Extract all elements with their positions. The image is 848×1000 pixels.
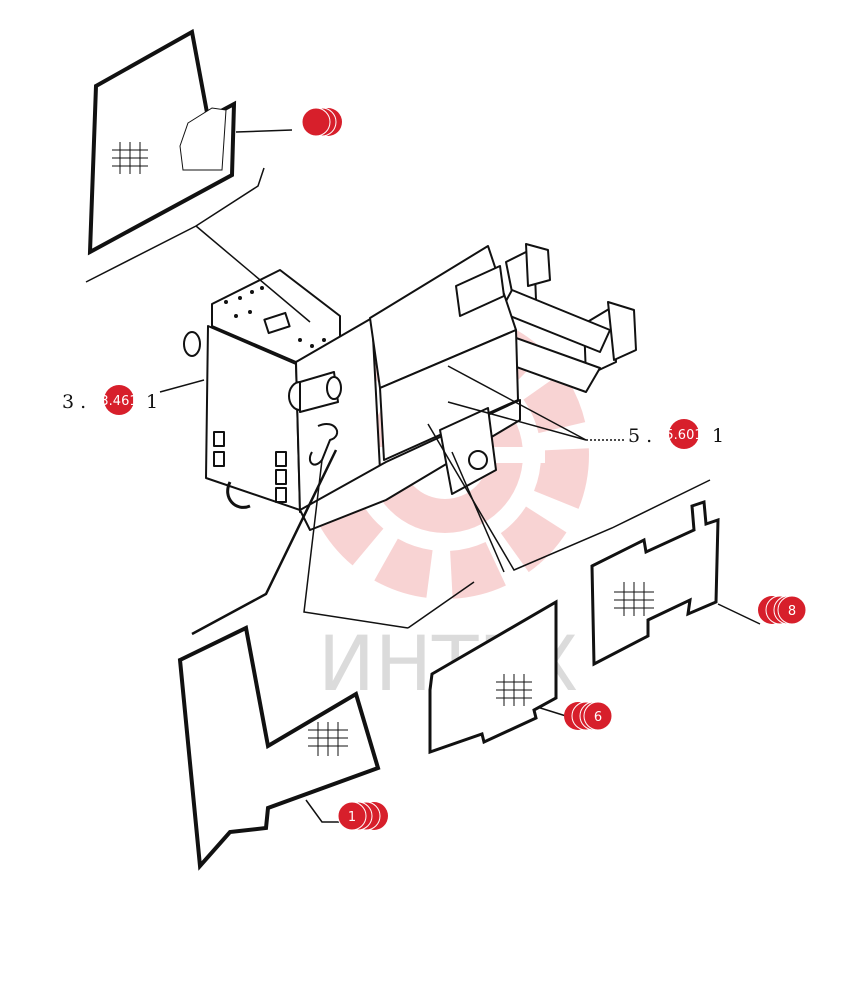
right-reference-prefix: 5 . [628,425,652,447]
right-reference: 5 . 1 [628,425,724,447]
left-reference-suffix: 1 [146,391,158,413]
left-reference-prefix: 3 . [62,391,86,413]
right-reference-suffix: 1 [712,425,724,447]
callout-right-ref[interactable]: 5.601 [665,419,703,449]
callout-top-panel[interactable] [301,107,342,137]
glass-panel-8 [590,499,720,667]
callout-panel-1-label: 1 [348,810,356,825]
top-glass-panel [87,28,237,256]
callout-panel-6[interactable]: 6 [564,701,613,731]
callout-panel-8-label: 8 [788,604,796,619]
loader-frame-assembly [183,243,637,531]
callout-right-ref-label: 5.601 [665,428,702,443]
glass-panel-6 [428,599,558,755]
callout-panel-6-label: 6 [594,710,602,725]
callout-panel-1[interactable]: 1 [337,801,388,831]
callout-left-ref[interactable]: 3.461 [100,385,138,415]
glass-panel-1 [177,625,381,871]
leader-lines [85,129,761,823]
left-reference: 3 . 1 [62,391,158,413]
callout-panel-8[interactable]: 8 [758,595,807,625]
callout-left-ref-label: 3.461 [100,394,137,409]
